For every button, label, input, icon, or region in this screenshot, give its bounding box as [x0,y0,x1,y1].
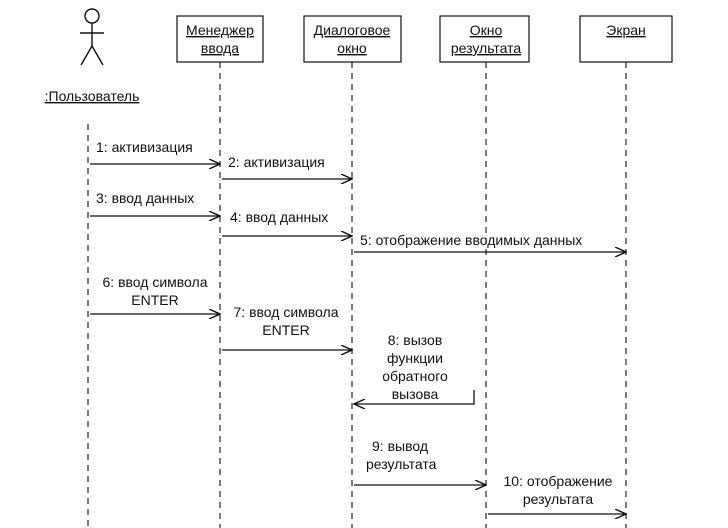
stick-figure-icon [80,8,104,66]
message-label: 5: отображение вводимых данных [360,232,582,248]
object-label: Окно [470,22,503,38]
message-labels: 1: активизация 2: активизация 3: ввод да… [96,139,613,507]
object-label: Экран [606,22,646,38]
object-dialog-window: Диалоговое окно [303,15,402,63]
message-label: функции [387,350,443,366]
object-label: ввода [201,40,239,56]
message-label: 4: ввод данных [230,209,328,225]
message-arrow [354,390,475,404]
object-label: результата [451,40,522,56]
lifelines [87,62,627,528]
messages [90,164,626,514]
object-input-manager: Менеджер ввода [176,15,264,63]
message-label: 3: ввод данных [96,190,194,206]
object-screen: Экран [579,15,673,63]
actor-label: :Пользователь [45,88,140,104]
message-label: результата [523,491,594,507]
message-label: 10: отображение [504,473,613,489]
message-label: ENTER [131,292,178,308]
message-label: 2: активизация [228,154,325,170]
message-label: 7: ввод символа [234,304,339,320]
message-label: 9: вывод [372,438,428,454]
message-label: результата [366,456,437,472]
user-actor: :Пользователь [45,8,140,104]
message-label: ENTER [262,322,309,338]
message-label: 1: активизация [96,139,193,155]
message-label: 6: ввод символа [103,274,208,290]
message-label: вызова [392,386,439,402]
object-label: Диалоговое [314,22,391,38]
object-result-window: Окно результата [439,15,530,63]
object-label: окно [337,40,367,56]
message-label: 8: вызов [388,332,443,348]
message-label: обратного [382,368,448,384]
object-label: Менеджер [186,22,254,38]
